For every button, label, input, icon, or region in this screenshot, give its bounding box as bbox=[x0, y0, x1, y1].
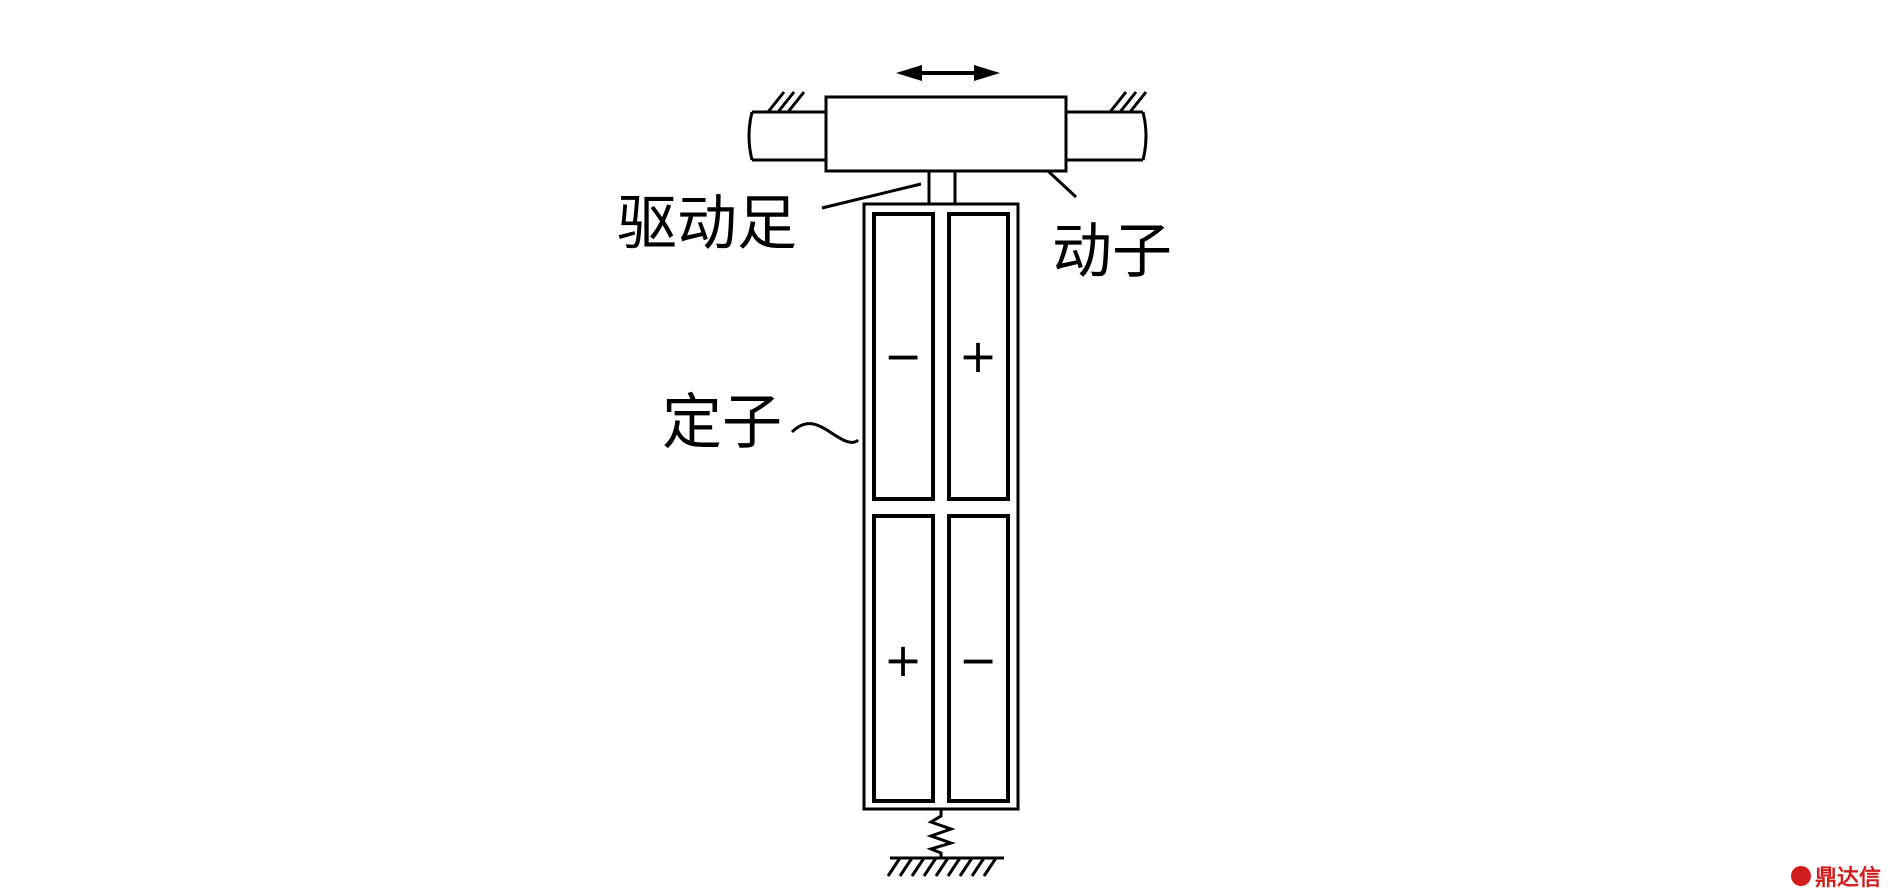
watermark-logo-icon bbox=[1790, 866, 1811, 886]
piezo-plate-top-right bbox=[947, 212, 1010, 501]
piezo-sign-bottom-right: − bbox=[959, 633, 998, 687]
preload-spring bbox=[926, 809, 956, 858]
mover-label: 动子 bbox=[1052, 217, 1172, 287]
right-rail-ground-hatch bbox=[1108, 91, 1148, 113]
right-guide-rail bbox=[1066, 110, 1148, 162]
drive-foot bbox=[927, 171, 957, 204]
ground-base bbox=[886, 856, 1004, 877]
mover-leader bbox=[1046, 169, 1078, 199]
stator-leader bbox=[790, 422, 860, 444]
piezo-sign-top-right: + bbox=[959, 329, 998, 383]
piezo-plate-top-left bbox=[872, 212, 935, 501]
piezo-sign-top-left: − bbox=[884, 329, 923, 383]
stator-label: 定子 bbox=[662, 388, 782, 458]
watermark-text: 鼎达信 bbox=[1814, 866, 1881, 891]
left-guide-rail bbox=[747, 110, 826, 162]
watermark: 鼎达信 bbox=[1790, 860, 1881, 892]
piezo-plate-bottom-left bbox=[872, 514, 935, 803]
drive-foot-label: 驱动足 bbox=[617, 189, 797, 259]
stator-body bbox=[862, 202, 1020, 811]
drive-foot-leader bbox=[821, 182, 922, 210]
bidirectional-motion-arrow bbox=[896, 65, 1000, 81]
mover-block bbox=[824, 95, 1068, 173]
left-rail-ground-hatch bbox=[766, 91, 806, 113]
piezo-sign-bottom-left: + bbox=[884, 633, 923, 687]
piezo-plate-bottom-right bbox=[947, 514, 1010, 803]
